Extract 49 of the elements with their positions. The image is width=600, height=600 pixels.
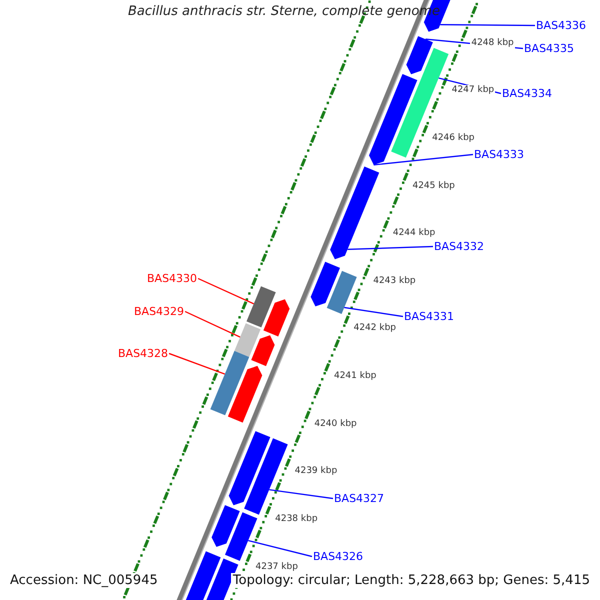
gene-bar — [246, 286, 276, 328]
pointed-gene-bar — [228, 366, 262, 423]
leader-line — [269, 489, 334, 500]
gene-label: BAS4331 — [404, 310, 454, 323]
pointed-gene-bar — [263, 299, 290, 336]
tick-label: 4243 kbp — [372, 276, 417, 287]
pointed-gene-bar — [228, 431, 270, 506]
tick-label: 4240 kbp — [313, 418, 358, 430]
gene-bar — [210, 350, 250, 416]
tick-label: 4242 kbp — [352, 323, 398, 334]
tick-label: 4241 kbp — [332, 371, 378, 382]
tick-label: 4245 kbp — [411, 180, 456, 192]
topology-note: Topology: circular; Length: 5,228,663 bp; Genes: 5,415 — [230, 573, 592, 588]
tick-label: 4246 kbp — [431, 132, 476, 144]
pointed-gene-bar — [330, 166, 380, 260]
tick-label: 4247 kbp — [450, 85, 496, 96]
gene-label: BAS4327 — [334, 492, 384, 505]
leader-line — [440, 24, 535, 26]
leader-line — [374, 154, 474, 166]
leader-line — [344, 306, 404, 318]
leader-line — [184, 310, 240, 338]
gene-label: BAS4332 — [434, 240, 484, 253]
leader-line — [168, 352, 226, 375]
pointed-gene-bar — [212, 505, 240, 547]
gene-bar — [234, 323, 261, 357]
tick-label: 4244 kbp — [392, 228, 436, 240]
tick-label: 4237 kbp — [254, 562, 299, 573]
pointed-gene-bar — [406, 36, 433, 74]
gene-bar — [225, 512, 258, 561]
gene-label: BAS4326 — [313, 550, 364, 563]
gene-bar — [244, 438, 288, 515]
gene-label: BAS4328 — [118, 347, 168, 360]
leader-line — [198, 278, 254, 304]
gene-label: BAS4336 — [536, 19, 586, 32]
gene-label: BAS4334 — [502, 87, 552, 100]
gene-label: BAS4335 — [524, 42, 574, 55]
pointed-gene-bar — [251, 335, 275, 366]
gene-label: BAS4333 — [474, 148, 524, 161]
pointed-gene-bar — [310, 262, 340, 306]
tick-label: 4248 kbp — [470, 38, 515, 49]
gene-label: BAS4330 — [147, 272, 198, 285]
leader-line — [248, 540, 312, 558]
leader-line — [348, 246, 434, 250]
gene-bar — [326, 270, 357, 314]
gene-label: BAS4329 — [134, 305, 184, 318]
tick-label: 4239 kbp — [294, 466, 338, 478]
pointed-gene-bar — [369, 74, 418, 165]
tick-label: 4238 kbp — [274, 514, 319, 525]
accession-note: Accession: NC_005945 — [8, 573, 160, 588]
